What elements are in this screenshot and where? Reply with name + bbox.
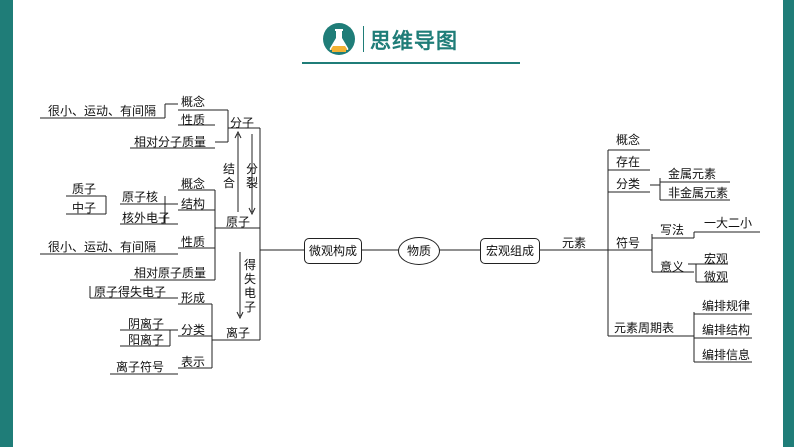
ion-classify-label: 分类 (181, 323, 206, 337)
matter-center-node: 物质 (398, 237, 440, 265)
element-existence-label: 存在 (616, 155, 641, 169)
element-node: 元素 (562, 236, 587, 250)
atom-mass-label: 相对原子质量 (134, 266, 207, 280)
periodic-rule-label: 编排规律 (702, 299, 751, 313)
periodic-table-label: 元素周期表 (614, 321, 675, 335)
atom-property-label: 性质 (181, 235, 206, 249)
ion-representation-label: 表示 (181, 355, 206, 369)
atom-concept-label: 概念 (181, 177, 206, 191)
nucleus-label: 原子核 (122, 190, 159, 204)
symbol-meaning-macro: 宏观 (704, 252, 729, 266)
molecule-concept-detail: 很小、运动、有间隔 (48, 104, 157, 118)
metal-element-label: 金属元素 (668, 167, 717, 181)
symbol-writing-label: 写法 (660, 223, 685, 237)
ion-formation-detail: 原子得失电子 (94, 285, 167, 299)
macro-composition-node: 宏观组成 (480, 238, 540, 264)
symbol-writing-rule: 一大二小 (704, 216, 753, 230)
element-classify-label: 分类 (616, 177, 641, 191)
symbol-meaning-label: 意义 (660, 260, 685, 274)
ion-formation-label: 形成 (181, 291, 206, 305)
neutron-label: 中子 (72, 201, 97, 215)
element-concept-label: 概念 (616, 133, 641, 147)
header-divider (363, 26, 364, 52)
electron-label: 核外电子 (122, 211, 171, 225)
symbol-meaning-micro: 微观 (704, 270, 729, 284)
header: 思维导图 (322, 22, 472, 56)
flask-icon (322, 22, 356, 56)
element-symbol-label: 符号 (616, 236, 641, 250)
combine-label: 结合 (222, 162, 235, 190)
molecule-concept-label: 概念 (181, 95, 206, 109)
atom-property-detail: 很小、运动、有间隔 (48, 240, 157, 254)
page-title: 思维导图 (370, 29, 458, 53)
cation-label: 阳离子 (128, 333, 165, 347)
periodic-info-label: 编排信息 (702, 348, 751, 362)
header-underline (302, 62, 520, 64)
split-label: 分裂 (245, 162, 258, 190)
molecule-mass-label: 相对分子质量 (134, 135, 207, 149)
atom-node: 原子 (226, 215, 251, 229)
ion-node: 离子 (226, 326, 251, 340)
gain-lose-electron-label: 得失电子 (243, 258, 256, 314)
molecule-property-label: 性质 (181, 113, 206, 127)
molecule-node: 分子 (230, 116, 255, 130)
ion-symbol-label: 离子符号 (116, 360, 165, 374)
proton-label: 质子 (72, 182, 97, 196)
nonmetal-element-label: 非金属元素 (668, 186, 729, 200)
micro-composition-node: 微观构成 (304, 238, 362, 264)
atom-structure-label: 结构 (181, 197, 206, 211)
periodic-structure-label: 编排结构 (702, 323, 751, 337)
anion-label: 阴离子 (128, 317, 165, 331)
